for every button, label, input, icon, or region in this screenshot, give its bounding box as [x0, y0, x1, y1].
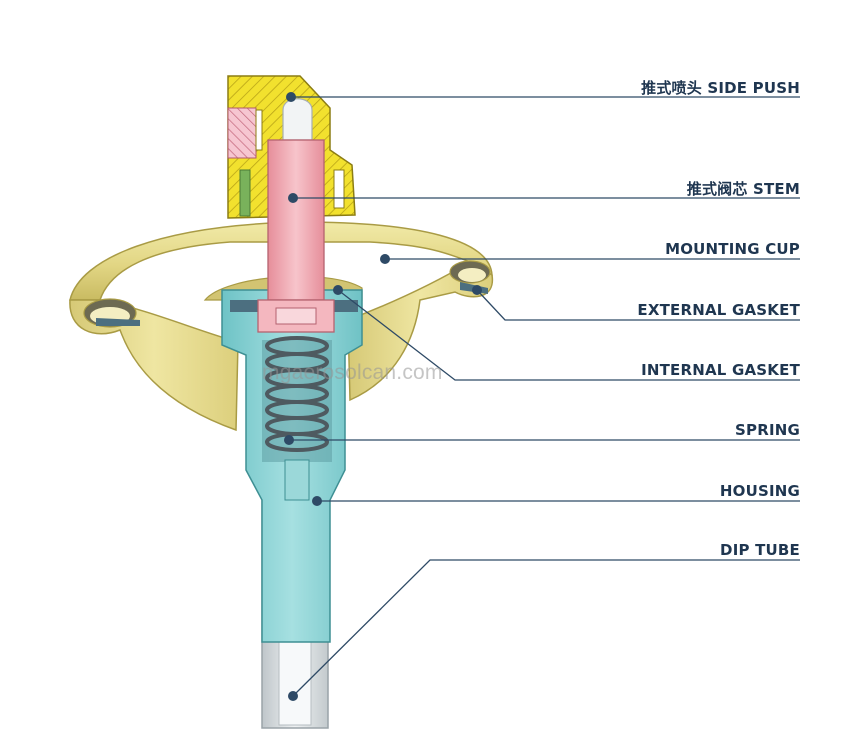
label-housing: HOUSING — [719, 482, 800, 500]
dot-stem — [288, 193, 298, 203]
dot-spring — [284, 435, 294, 445]
leader-dip-tube — [292, 559, 800, 697]
leader-external-gasket — [476, 289, 800, 321]
label-spring: SPRING — [735, 421, 800, 439]
watermark-text: mgaerosolcan.com — [262, 361, 443, 384]
dot-internal-gasket — [333, 285, 343, 295]
mounting-cup-part — [69, 221, 494, 432]
dot-housing — [312, 496, 322, 506]
dot-side-push — [286, 92, 296, 102]
spring-part — [265, 336, 329, 452]
dot-external-gasket — [472, 285, 482, 295]
dot-dip-tube — [288, 691, 298, 701]
dot-mounting-cup — [380, 254, 390, 264]
stem-part — [257, 98, 335, 333]
leader-dots — [284, 92, 482, 701]
label-side-push: 推式喷头 SIDE PUSH — [641, 79, 800, 97]
housing-orifice — [284, 459, 310, 501]
leader-lines — [289, 96, 800, 697]
label-internal-gasket: INTERNAL GASKET — [641, 361, 800, 379]
label-mounting-cup: MOUNTING CUP — [665, 240, 800, 258]
label-stem: 推式阀芯 STEM — [686, 180, 800, 198]
leader-internal-gasket — [337, 289, 800, 381]
label-dip-tube: DIP TUBE — [720, 541, 800, 559]
label-external-gasket: EXTERNAL GASKET — [637, 301, 800, 319]
